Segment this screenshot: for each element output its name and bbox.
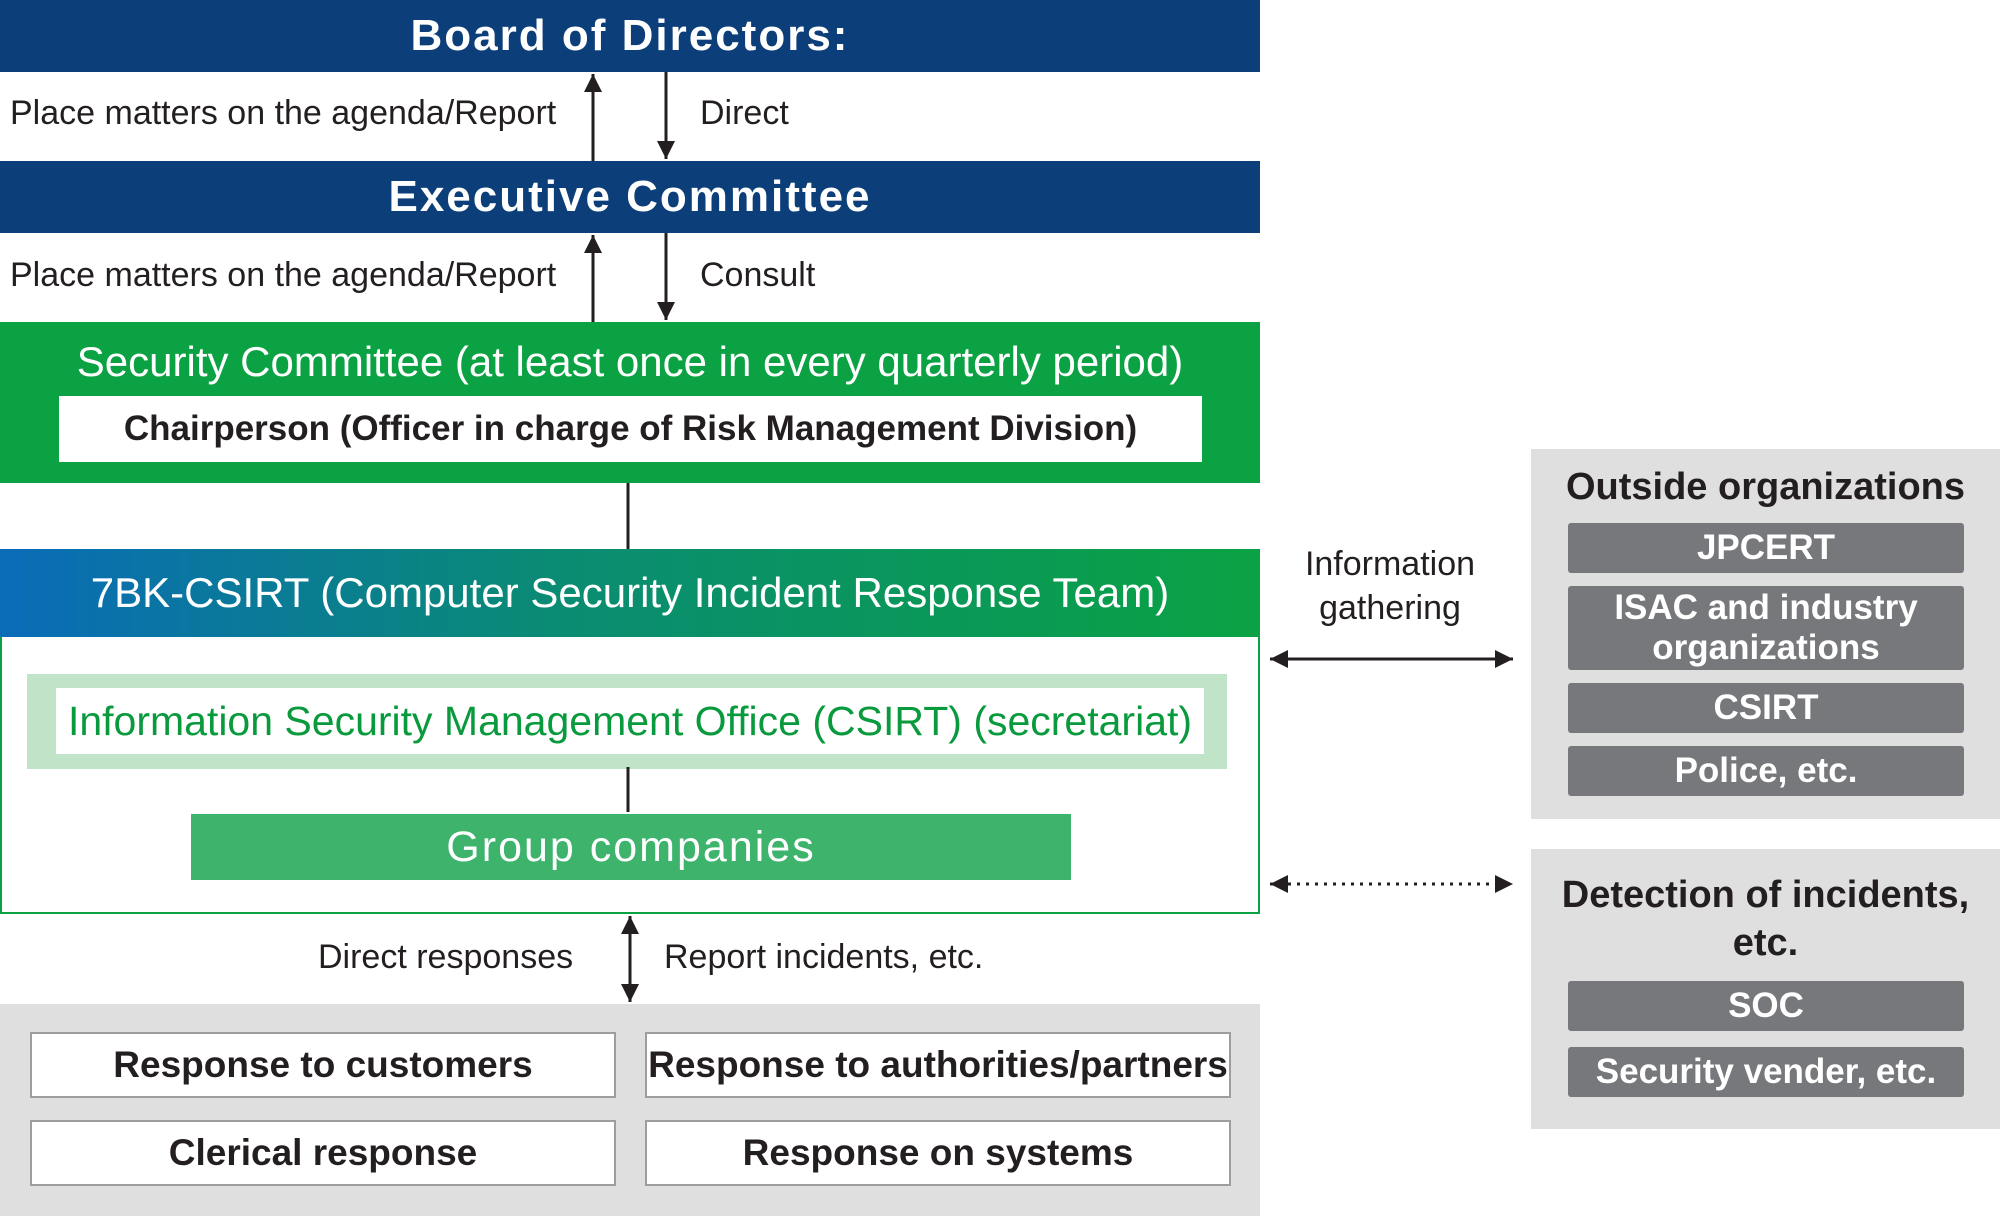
executive-committee-box: Executive Committee <box>0 161 1260 233</box>
office-band: Information Security Management Office (… <box>27 674 1227 769</box>
csirt-org-item: CSIRT <box>1568 683 1964 733</box>
security-committee-box: Security Committee (at least once in eve… <box>0 322 1260 483</box>
office-title: Information Security Management Office (… <box>67 697 1193 744</box>
group-companies-label: Group companies <box>446 822 816 871</box>
info-gathering-line1: Information <box>1304 545 1476 583</box>
response-systems-box: Response on systems <box>645 1120 1231 1186</box>
board-up-label: Place matters on the agenda/Report <box>10 94 557 132</box>
group-companies-box: Group companies <box>191 814 1071 880</box>
outside-organizations-title: Outside organizations <box>1565 465 1966 508</box>
jpcert-label: JPCERT <box>1696 527 1836 567</box>
responses-panel: Response to customers Response to author… <box>0 1004 1260 1216</box>
response-customers-box: Response to customers <box>30 1032 616 1098</box>
csirt-title: 7BK-CSIRT (Computer Security Incident Re… <box>90 569 1170 616</box>
chairperson-box: Chairperson (Officer in charge of Risk M… <box>59 396 1202 462</box>
detection-title: Detection of incidents, etc. <box>1531 871 2000 967</box>
executive-title: Executive Committee <box>388 172 872 221</box>
response-authorities-box: Response to authorities/partners <box>645 1032 1231 1098</box>
information-gathering-label: Information gathering <box>1260 540 1520 632</box>
report-incidents-label: Report incidents, etc. <box>664 938 984 976</box>
office-box: Information Security Management Office (… <box>56 688 1204 754</box>
csirt-title-bar: 7BK-CSIRT (Computer Security Incident Re… <box>0 549 1260 637</box>
csirt-container: 7BK-CSIRT (Computer Security Incident Re… <box>0 549 1260 914</box>
security-vender-label: Security vender, etc. <box>1595 1051 1937 1091</box>
info-gathering-line2: gathering <box>1319 589 1461 627</box>
detection-title-line2: etc. <box>1732 922 1799 964</box>
security-committee-title: Security Committee (at least once in eve… <box>76 338 1184 385</box>
detection-title-line1: Detection of incidents, <box>1561 874 1970 916</box>
isac-label-line1: ISAC and industry <box>1614 587 1918 627</box>
soc-label: SOC <box>1728 985 1804 1025</box>
police-label: Police, etc. <box>1674 750 1858 790</box>
csirt-org-label: CSIRT <box>1713 687 1819 727</box>
clerical-response-box: Clerical response <box>30 1120 616 1186</box>
outside-organizations-panel: Outside organizations JPCERT ISAC and in… <box>1531 449 2000 819</box>
board-title: Board of Directors: <box>410 11 850 60</box>
exec-up-label: Place matters on the agenda/Report <box>10 256 557 294</box>
exec-down-label: Consult <box>700 256 816 294</box>
security-vender-item: Security vender, etc. <box>1568 1047 1964 1097</box>
board-down-label: Direct <box>700 94 789 132</box>
jpcert-item: JPCERT <box>1568 523 1964 573</box>
isac-label-line2: organizations <box>1652 628 1880 667</box>
direct-responses-label: Direct responses <box>318 938 574 976</box>
detection-panel: Detection of incidents, etc. SOC Securit… <box>1531 849 2000 1129</box>
soc-item: SOC <box>1568 981 1964 1031</box>
police-item: Police, etc. <box>1568 746 1964 796</box>
isac-item: ISAC and industry organizations <box>1568 586 1964 670</box>
board-of-directors-box: Board of Directors: <box>0 0 1260 72</box>
